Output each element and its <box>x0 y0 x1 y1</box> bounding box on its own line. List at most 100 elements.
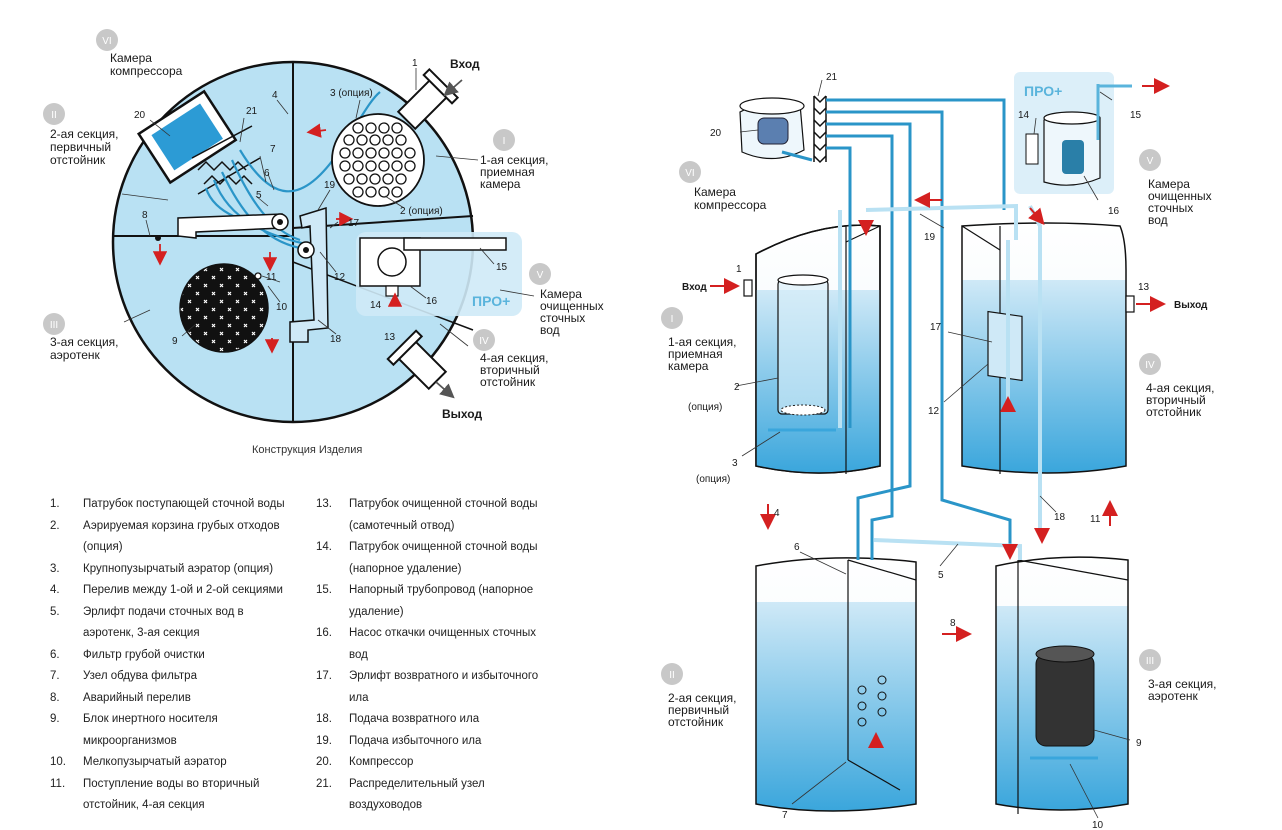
plan-entry-label: Вход <box>450 57 480 71</box>
schematic-numbers: 1 2 (опция) 3 (опция) 4 5 6 7 8 9 10 11 … <box>688 72 1150 830</box>
legend-item-line: Мелкопузырчатый аэратор <box>83 756 227 768</box>
legend-item-number: 6. <box>50 648 60 661</box>
sch-num-3o: (опция) <box>696 474 730 485</box>
legend-item-line: Распределительный узел <box>349 777 485 790</box>
legend-item-number: 14. <box>316 541 332 553</box>
air-distributor-21 <box>813 95 827 164</box>
plan-numbers: 1 2 (опция) 3 (опция) 4 5 6 7 8 9 10 11 … <box>134 58 508 347</box>
plan-roman-numerals: VI II III I V IV <box>43 29 551 351</box>
legend-item-text: Аэрируемая корзина грубых отходов(опция) <box>83 516 312 559</box>
legend-item-line: Напорный трубопровод (напорное <box>349 584 534 596</box>
svg-text:III: III <box>50 320 58 331</box>
legend-item-text: Напорный трубопровод (напорное удаление) <box>349 580 588 623</box>
legend-item-number: 13. <box>316 498 332 510</box>
svg-text:III: III <box>1146 656 1154 667</box>
plan-num-8: 8 <box>142 210 148 221</box>
legend-item-text: Подача возвратного ила <box>349 709 588 731</box>
sch-num-15: 15 <box>1130 110 1142 121</box>
plan-num-16: 16 <box>426 296 438 307</box>
tank-1 <box>743 224 881 474</box>
legend-item-line: Перелив между 1-ой и 2-ой секциями <box>83 584 283 596</box>
legend-item-line: Эрлифт возвратного и избыточного <box>349 670 539 682</box>
plan-num-13: 13 <box>384 332 396 343</box>
plan-flow-arrows <box>152 123 403 354</box>
sch-num-7: 7 <box>782 810 788 821</box>
schematic-flow-arrows <box>710 78 1170 748</box>
svg-text:V: V <box>1147 156 1154 167</box>
plan-exit-label: Выход <box>442 407 482 421</box>
legend-item-line: воздуховодов <box>349 799 423 811</box>
legend-item-text: Компрессор <box>349 752 588 774</box>
legend-item-line: Фильтр грубой очистки <box>83 648 205 661</box>
schematic-air-pipes <box>781 98 1012 560</box>
pump-chamber <box>359 237 507 297</box>
legend-item: 4.Перелив между 1-ой и 2-ой секциями <box>50 580 312 602</box>
sch-num-2o: (опция) <box>688 402 722 413</box>
legend-item-text: Мелкопузырчатый аэратор <box>83 752 312 774</box>
sch-num-20: 20 <box>710 128 722 139</box>
plan-num-9: 9 <box>172 336 178 347</box>
plan-num-6: 6 <box>264 168 270 179</box>
compressor-box <box>136 89 238 185</box>
svg-text:V: V <box>537 270 544 281</box>
svg-text:I: I <box>671 314 674 325</box>
airlift-5 <box>177 213 289 239</box>
legend-item-line: Компрессор <box>349 756 414 768</box>
plan-num-3: 3 (опция) <box>330 88 373 99</box>
plan-num-11: 11 <box>266 272 277 283</box>
legend-item-line: удаление) <box>349 605 404 618</box>
legend-item-line: Подача избыточного ила <box>349 734 482 747</box>
svg-text:VI: VI <box>102 36 111 47</box>
svg-text:IV: IV <box>479 336 489 347</box>
plan-num-19: 19 <box>324 180 336 191</box>
sch-num-19: 19 <box>924 232 936 243</box>
legend-item-line: Патрубок поступающей сточной воды <box>83 498 285 510</box>
legend-item-number: 17. <box>316 670 332 682</box>
airlift-17 <box>289 206 329 343</box>
sch-num-8: 8 <box>950 618 956 629</box>
diagram-caption: Конструкция Изделия <box>252 444 363 456</box>
legend-item-number: 10. <box>50 756 66 768</box>
legend-item-number: 15. <box>316 584 332 596</box>
legend-item-text: Патрубок поступающей сточной воды <box>83 494 312 516</box>
sch-num-13: 13 <box>1138 282 1150 293</box>
sch-num-11: 11 <box>1090 514 1101 525</box>
sch-num-1: 1 <box>736 264 742 275</box>
legend-item-line: микроорганизмов <box>83 734 177 747</box>
pump-chamber-v <box>1025 84 1132 186</box>
legend-item-number: 9. <box>50 713 60 725</box>
plan-pro-label: ПРО+ <box>472 293 510 309</box>
legend-item: 1. Патрубок поступающей сточной воды <box>50 494 312 516</box>
legend-item-line: Аварийный перелив <box>83 691 191 704</box>
sch-num-2: 2 <box>734 382 740 393</box>
legend-item-line: Поступление воды во вторичный <box>83 777 260 790</box>
legend-item-number: 7. <box>50 670 60 682</box>
legend-item: 20.Компрессор <box>316 752 588 774</box>
sch-num-10: 10 <box>1092 820 1104 830</box>
legend-item-text: Подача избыточного ила <box>349 731 588 753</box>
svg-text:II: II <box>669 670 675 681</box>
basket <box>331 113 425 207</box>
plan-num-1: 1 <box>412 58 418 69</box>
legend-item-line: Узел обдува фильтра <box>83 670 197 682</box>
legend-item-line: Насос откачки очищенных сточных <box>349 627 536 639</box>
sch-num-12: 12 <box>928 406 940 417</box>
legend-item-number: 1. <box>50 498 60 510</box>
legend-column-2: 13.Патрубок очищенной сточной воды(самот… <box>316 494 588 817</box>
